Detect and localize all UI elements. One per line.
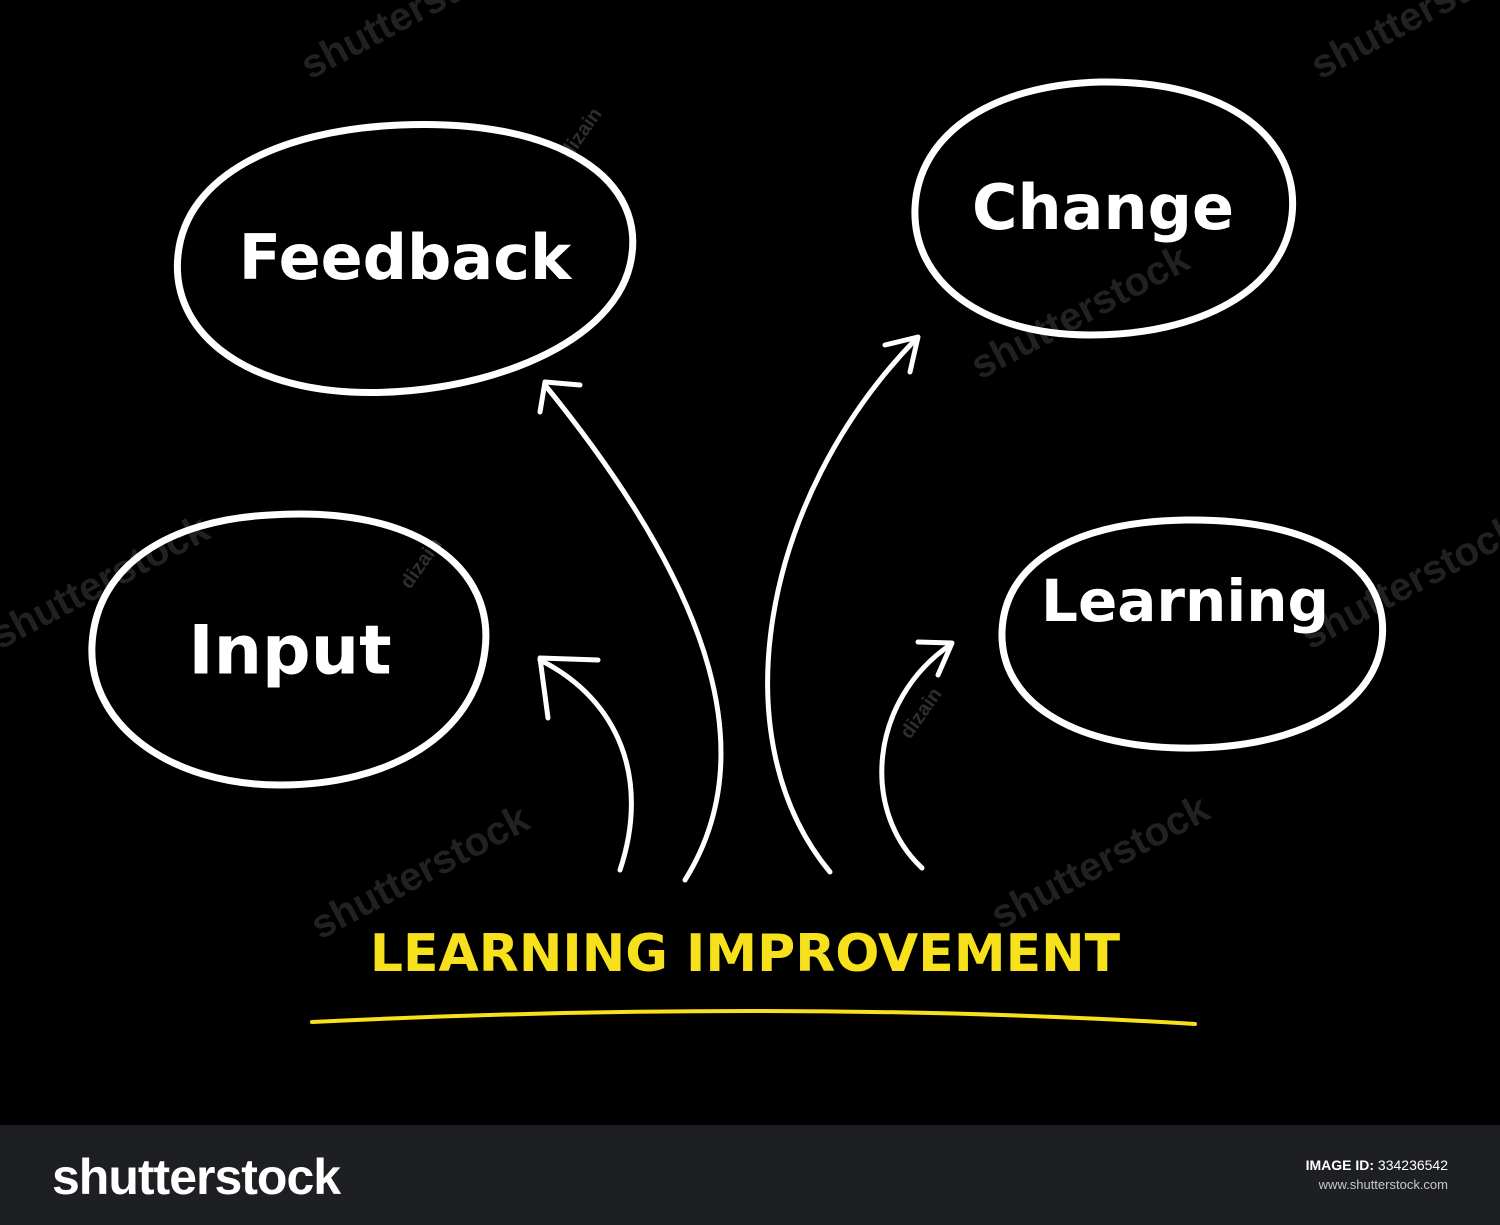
- arrow-to-change: [765, 334, 921, 875]
- arrow-to-input: [537, 655, 634, 873]
- change-ellipse: [911, 78, 1297, 339]
- feedback-node: Feedback: [173, 120, 637, 397]
- change-node: Change: [911, 78, 1297, 339]
- image-id-label: IMAGE ID:: [1305, 1157, 1375, 1173]
- feedback-label: Feedback: [239, 221, 573, 294]
- learning-label: Learning: [1041, 567, 1329, 635]
- watermark-7: shutterstock: [984, 786, 1217, 938]
- arrow-to-change-head: [882, 334, 921, 375]
- watermark-1: shutterstock: [294, 0, 527, 88]
- mind-map-diagram: shutterstock shutterstock shutterstock s…: [0, 0, 1500, 1026]
- learning-node: Learning: [998, 516, 1387, 752]
- feedback-ellipse: [173, 120, 637, 397]
- input-ellipse: [88, 510, 490, 789]
- site-url: www.shutterstock.com: [1318, 1177, 1448, 1192]
- arrow-to-learning-shaft: [879, 642, 953, 871]
- shutterstock-logo: shutterstock: [52, 1149, 341, 1205]
- learning-ellipse: [998, 516, 1387, 752]
- arrow-to-feedback-shaft: [542, 382, 724, 883]
- arrow-to-change-shaft: [765, 337, 918, 875]
- input-label: Input: [188, 612, 391, 691]
- image-id-value: 334236542: [1377, 1157, 1448, 1173]
- watermark-2: shutterstock: [964, 236, 1197, 388]
- title-group: LEARNING IMPROVEMENT: [310, 924, 1197, 1026]
- watermark-6: shutterstock: [1304, 0, 1500, 88]
- arrow-to-feedback: [537, 379, 724, 883]
- arrow-to-input-head: [537, 655, 601, 721]
- image-meta: IMAGE ID: 334236542 www.shutterstock.com: [1306, 1155, 1448, 1195]
- arrow-to-input-shaft: [537, 657, 634, 873]
- diagram-title: LEARNING IMPROVEMENT: [370, 924, 1121, 984]
- image-id-line: IMAGE ID: 334236542: [1306, 1155, 1448, 1175]
- diagram-board: shutterstock shutterstock shutterstock s…: [0, 0, 1500, 1026]
- arrow-to-learning: [879, 639, 955, 871]
- arrow-to-feedback-head: [537, 379, 583, 415]
- change-label: Change: [972, 171, 1234, 244]
- title-underline: [310, 1009, 1197, 1026]
- stock-footer: shutterstock IMAGE ID: 334236542 www.shu…: [0, 1125, 1500, 1225]
- input-node: Input: [88, 510, 490, 789]
- arrow-to-learning-head: [915, 639, 955, 678]
- connectors: [537, 334, 955, 883]
